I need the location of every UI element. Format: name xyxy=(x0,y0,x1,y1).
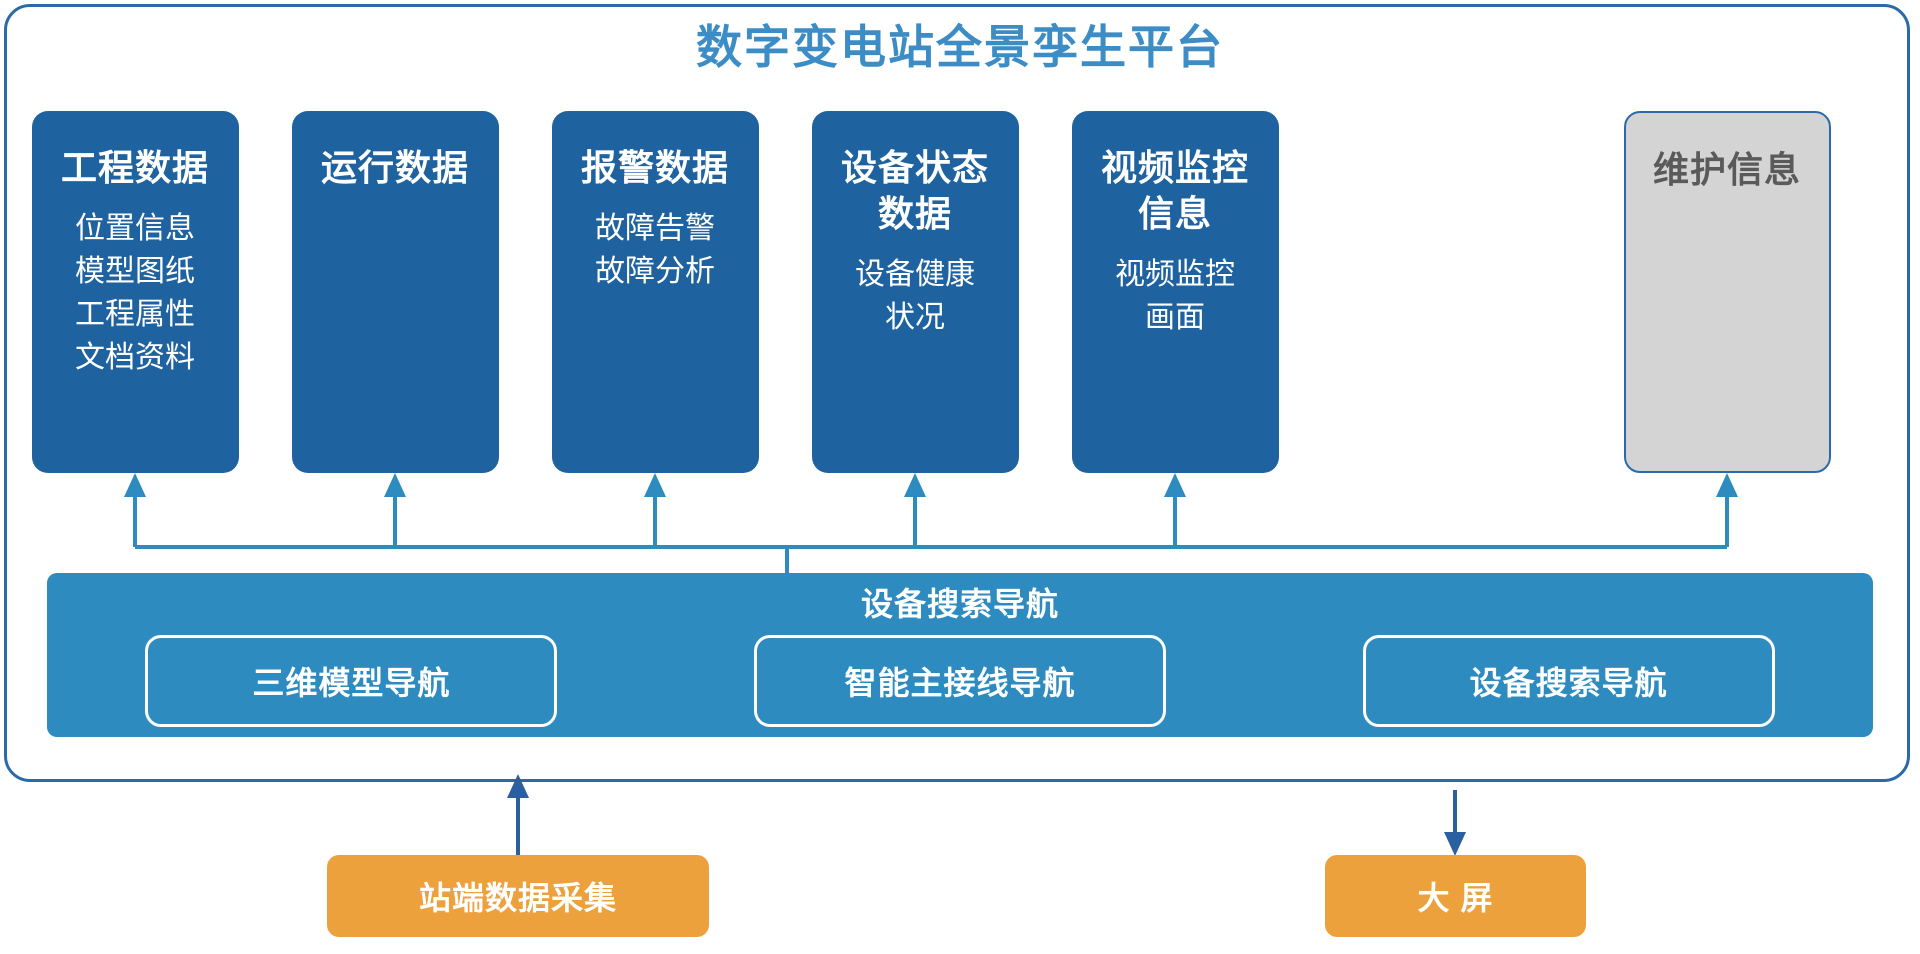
data-card-item: 视频监控 xyxy=(1115,258,1235,291)
large-screen-box[interactable]: 大 屏 xyxy=(1325,855,1586,937)
data-card-1[interactable]: 工程数据位置信息模型图纸工程属性文档资料 xyxy=(31,111,239,473)
data-card-item: 工程属性 xyxy=(75,298,195,331)
data-card-item: 设备健康 xyxy=(855,258,975,291)
data-card-item: 模型图纸 xyxy=(75,255,195,288)
data-card-4[interactable]: 设备状态 数据设备健康状况 xyxy=(811,111,1019,473)
data-card-item: 文档资料 xyxy=(75,341,195,374)
data-card-item: 故障告警 xyxy=(595,212,715,245)
nav-button-3[interactable]: 设备搜索导航 xyxy=(1362,635,1775,727)
data-card-5[interactable]: 视频监控 信息视频监控画面 xyxy=(1071,111,1279,473)
data-card-3[interactable]: 报警数据故障告警故障分析 xyxy=(551,111,759,473)
page-title: 数字变电站全景孪生平台 xyxy=(696,21,1224,73)
bottom-connector-arrows xyxy=(507,774,1466,856)
data-card-item-list: 故障告警故障分析 xyxy=(552,207,759,293)
data-card-row: 工程数据位置信息模型图纸工程属性文档资料运行数据报警数据故障告警故障分析设备状态… xyxy=(31,111,1873,473)
nav-panel-title: 设备搜索导航 xyxy=(860,586,1059,622)
data-card-item: 画面 xyxy=(1145,301,1205,334)
data-card-title: 视频监控 信息 xyxy=(1100,147,1249,234)
data-card-item-list: 视频监控画面 xyxy=(1072,253,1279,339)
nav-button-2[interactable]: 智能主接线导航 xyxy=(753,635,1166,727)
nav-button-1[interactable]: 三维模型导航 xyxy=(145,635,558,727)
data-card-item-list: 设备健康状况 xyxy=(812,253,1019,339)
data-card-item: 位置信息 xyxy=(75,212,195,245)
data-card-2[interactable]: 运行数据 xyxy=(291,111,499,473)
data-card-item: 故障分析 xyxy=(595,255,715,288)
device-search-nav-panel: 设备搜索导航 三维模型导航 智能主接线导航 设备搜索导航 xyxy=(47,573,1873,737)
data-card-6[interactable]: 维护信息 xyxy=(1623,111,1831,473)
data-card-item-list: 位置信息模型图纸工程属性文档资料 xyxy=(32,207,239,379)
data-card-title: 报警数据 xyxy=(580,147,729,188)
station-data-collection-box[interactable]: 站端数据采集 xyxy=(327,855,709,937)
data-card-title: 工程数据 xyxy=(60,147,209,188)
platform-frame: 数字变电站全景孪生平台 工程数据位置信息模型图纸工程属性文档资料 运行数据 报警数据… xyxy=(4,4,1910,782)
data-card-title: 维护信息 xyxy=(1652,149,1801,190)
data-card-item: 状况 xyxy=(885,301,945,334)
data-card-title: 运行数据 xyxy=(320,147,469,188)
nav-button-group: 三维模型导航 智能主接线导航 设备搜索导航 xyxy=(47,635,1873,727)
data-card-title: 设备状态 数据 xyxy=(840,147,989,234)
